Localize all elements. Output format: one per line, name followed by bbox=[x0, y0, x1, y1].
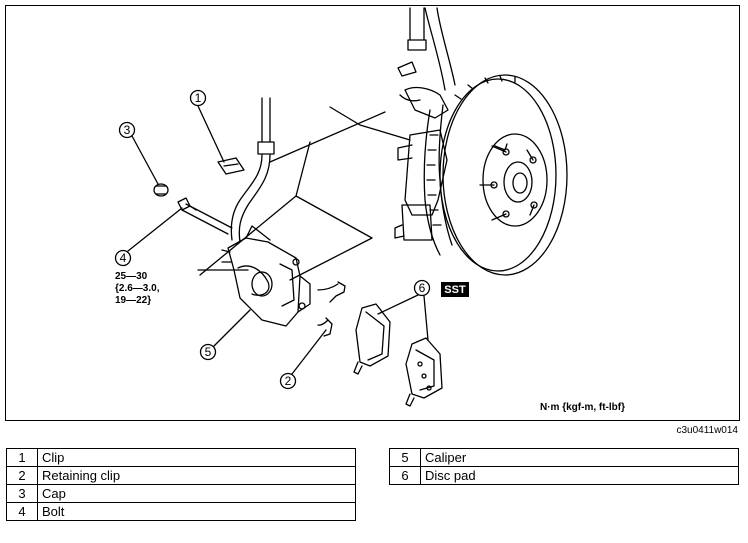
callout-4-circle bbox=[114, 249, 132, 267]
legend-part-name: Cap bbox=[37, 484, 356, 503]
caliper bbox=[221, 225, 311, 327]
legend-number: 5 bbox=[389, 448, 421, 467]
brake-exploded-diagram: 1 2 3 4 5 6 25—30 {2.6—3.0, 19—22} bbox=[114, 7, 568, 407]
callout-6-circle bbox=[413, 279, 431, 297]
legend-number: 6 bbox=[389, 466, 421, 485]
parts-legend-right: 5 Caliper 6 Disc pad bbox=[389, 448, 739, 485]
cap-and-bolt bbox=[153, 183, 233, 235]
legend-part-name: Caliper bbox=[420, 448, 739, 467]
diagram-frame bbox=[5, 5, 740, 421]
legend-row: 1 Clip bbox=[6, 448, 356, 467]
callout-5-circle bbox=[199, 343, 217, 361]
callout-1-label: 1 bbox=[195, 91, 202, 105]
callout-2-circle bbox=[279, 372, 297, 390]
hose-clip bbox=[217, 157, 245, 175]
legend-number: 3 bbox=[6, 484, 38, 503]
leader-lines bbox=[197, 106, 411, 281]
disc-pad-inner bbox=[353, 303, 391, 375]
brake-disc bbox=[423, 74, 568, 276]
legend-part-name: Bolt bbox=[37, 502, 356, 521]
sst-badge: SST bbox=[441, 282, 469, 297]
disc-pad-outer bbox=[405, 337, 443, 407]
torque-spec-line1: 25—30 bbox=[115, 271, 148, 282]
legend-row: 4 Bolt bbox=[6, 502, 356, 521]
legend-part-name: Clip bbox=[37, 448, 356, 467]
legend-row: 2 Retaining clip bbox=[6, 466, 356, 485]
callout-4-label: 4 bbox=[120, 251, 127, 265]
retaining-clips bbox=[317, 281, 346, 337]
legend-number: 1 bbox=[6, 448, 38, 467]
callout-2-label: 2 bbox=[285, 374, 292, 388]
torque-units-label: N·m {kgf-m, ft-lbf} bbox=[540, 402, 625, 413]
torque-spec-line3: 19—22} bbox=[115, 295, 151, 306]
callout-3-label: 3 bbox=[124, 123, 131, 137]
legend-number: 4 bbox=[6, 502, 38, 521]
callout-5-label: 5 bbox=[205, 345, 212, 359]
brake-hose bbox=[230, 97, 275, 243]
parts-legend-left: 1 Clip 2 Retaining clip 3 Cap 4 Bolt bbox=[6, 448, 356, 521]
legend-row: 6 Disc pad bbox=[389, 466, 739, 485]
callout-6-label: 6 bbox=[419, 281, 426, 295]
callouts bbox=[114, 89, 431, 390]
callout-3-circle bbox=[118, 121, 136, 139]
legend-number: 2 bbox=[6, 466, 38, 485]
torque-spec-line2: {2.6—3.0, bbox=[115, 283, 160, 294]
figure-code: c3u0411w014 bbox=[676, 425, 738, 436]
legend-row: 5 Caliper bbox=[389, 448, 739, 467]
legend-part-name: Disc pad bbox=[420, 466, 739, 485]
legend-row: 3 Cap bbox=[6, 484, 356, 503]
knuckle-bracket bbox=[394, 129, 448, 241]
strut-column bbox=[397, 7, 456, 119]
legend-part-name: Retaining clip bbox=[37, 466, 356, 485]
